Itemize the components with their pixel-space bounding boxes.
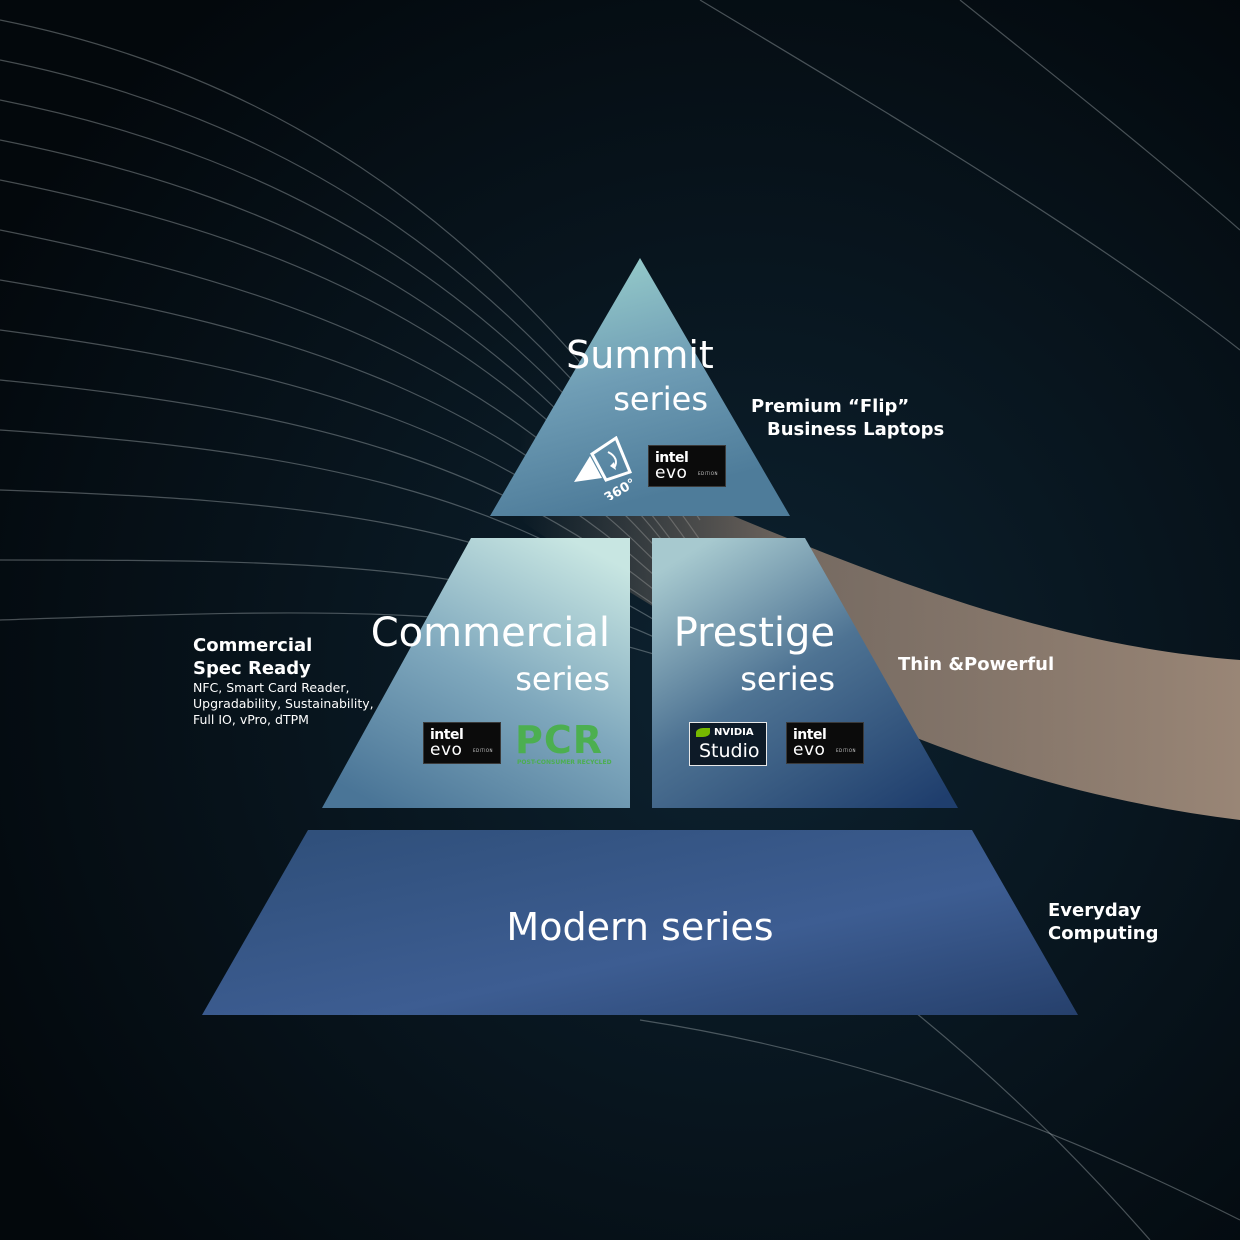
commercial-annotation-line1: Commercial <box>193 635 313 656</box>
prestige-annotation-line1: Thin &Powerful <box>898 654 1055 675</box>
nvidia-eye-icon <box>696 728 710 737</box>
modern-annotation: Everyday Computing <box>1048 899 1159 945</box>
commercial-detail: Upgradability, Sustainability, <box>193 696 374 711</box>
prestige-title: Prestige <box>674 610 835 656</box>
modern-tier <box>202 830 1078 1015</box>
modern-annotation-line2: Computing <box>1048 923 1159 944</box>
intel-text: intel <box>430 727 464 743</box>
evo-text: evo <box>430 740 463 760</box>
flip-360-icon: 360° <box>574 436 638 500</box>
pcr-logo: PCR POST-CONSUMER RECYCLED <box>515 718 612 768</box>
evo-text: evo <box>655 463 688 483</box>
commercial-subtitle: series <box>515 660 610 698</box>
intel-evo-badge: intel evo EDITION <box>423 722 501 764</box>
evo-text: evo <box>793 740 826 760</box>
intel-text: intel <box>655 450 689 466</box>
commercial-annotation: Commercial Spec Ready NFC, Smart Card Re… <box>193 634 374 728</box>
intel-evo-badge: intel evo EDITION <box>648 445 726 487</box>
commercial-tier <box>322 538 630 808</box>
light-beam <box>520 430 1240 820</box>
commercial-detail: NFC, Smart Card Reader, <box>193 680 350 695</box>
pcr-caption: POST-CONSUMER RECYCLED <box>517 759 612 766</box>
nvidia-text: NVIDIA <box>714 727 754 738</box>
studio-text: Studio <box>699 740 760 762</box>
prestige-annotation: Thin &Powerful <box>898 653 1054 676</box>
modern-title: Modern series <box>506 905 773 949</box>
nvidia-studio-badge: NVIDIA Studio <box>689 722 767 766</box>
commercial-detail: Full IO, vPro, dTPM <box>193 712 309 727</box>
summit-annotation-line2: Business Laptops <box>767 419 945 440</box>
edition-text: EDITION <box>698 471 719 476</box>
commercial-title: Commercial <box>371 610 610 656</box>
summit-annotation-line1: Premium “Flip” <box>751 396 910 417</box>
modern-annotation-line1: Everyday <box>1048 900 1142 921</box>
summit-title: Summit <box>566 333 714 377</box>
summit-annotation: Premium “Flip” Business Laptops <box>751 395 944 441</box>
summit-subtitle: series <box>613 380 708 418</box>
intel-evo-badge: intel evo EDITION <box>786 722 864 764</box>
commercial-annotation-line2: Spec Ready <box>193 658 311 679</box>
pcr-text: PCR <box>515 718 603 762</box>
edition-text: EDITION <box>473 748 494 753</box>
edition-text: EDITION <box>836 748 857 753</box>
prestige-subtitle: series <box>740 660 835 698</box>
intel-text: intel <box>793 727 827 743</box>
